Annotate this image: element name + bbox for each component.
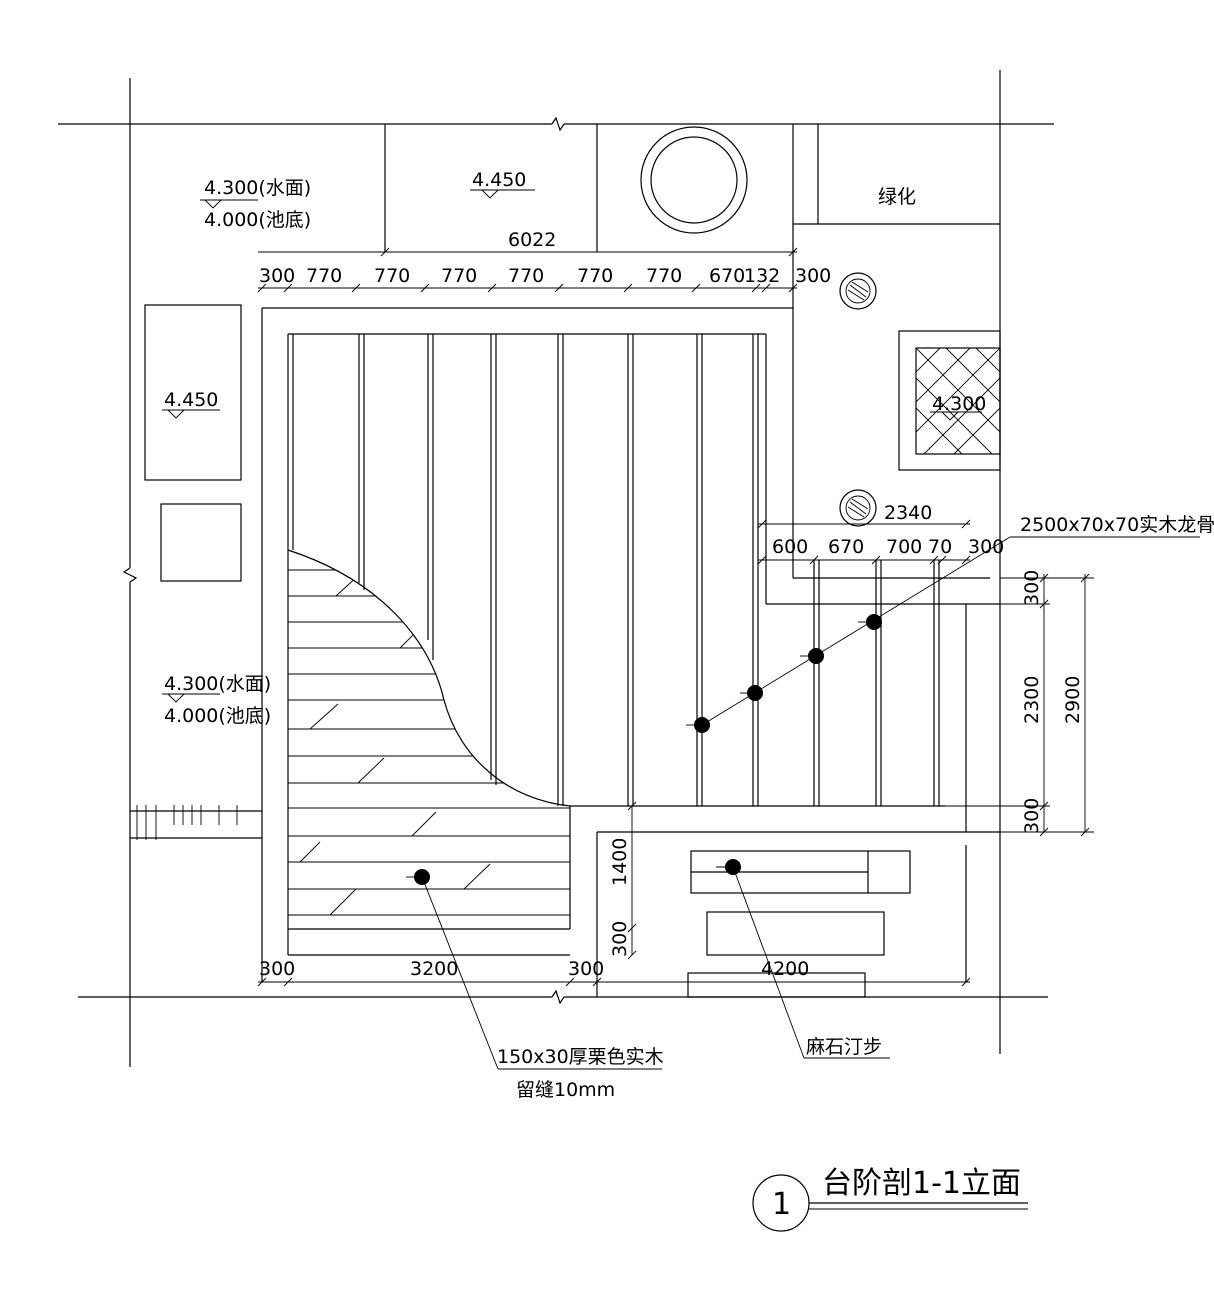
level-left-box: 4.450 bbox=[164, 389, 218, 411]
title-number: 1 bbox=[772, 1187, 791, 1222]
title-text: 台阶剖1-1立面 bbox=[822, 1166, 1021, 1201]
dim-bottom-1: 3200 bbox=[410, 958, 458, 980]
title-block: 1 台阶剖1-1立面 bbox=[752, 1166, 1028, 1232]
stepping-stones bbox=[687, 850, 911, 998]
dim-right-3: 70 bbox=[928, 536, 952, 558]
dim-v-bot: 300 bbox=[1021, 798, 1043, 834]
dim-v-mid: 2300 bbox=[1021, 676, 1043, 724]
dim-right-total: 2340 bbox=[884, 502, 932, 524]
curved-wood-deck bbox=[287, 549, 571, 916]
dim-right-4: 300 bbox=[968, 536, 1004, 558]
dim-top-4: 770 bbox=[508, 265, 544, 287]
dim-v-1400: 1400 bbox=[609, 838, 631, 886]
leader-dots bbox=[406, 536, 1200, 1070]
dim-right-1: 670 bbox=[828, 536, 864, 558]
label-stone: 麻石汀步 bbox=[806, 1036, 882, 1058]
joists bbox=[292, 334, 940, 806]
dim-top-1: 770 bbox=[306, 265, 342, 287]
dim-top-7: 670 bbox=[709, 265, 745, 287]
dim-bottom-2: 300 bbox=[568, 958, 604, 980]
dim-right-2: 700 bbox=[886, 536, 922, 558]
round-planter-icon bbox=[640, 126, 748, 234]
dim-bottom-0: 300 bbox=[259, 958, 295, 980]
label-green: 绿化 bbox=[878, 186, 916, 208]
level-top-center: 4.450 bbox=[472, 169, 526, 191]
level-mid-left-bottom: 4.000(池底) bbox=[164, 705, 271, 727]
dim-bottom-3: 4200 bbox=[761, 958, 809, 980]
floor-drain-icon bbox=[839, 489, 877, 527]
dimension-labels: 6022 300 770 770 770 770 770 770 670 132… bbox=[259, 229, 1084, 980]
label-wood-line2: 留缝10mm bbox=[516, 1079, 615, 1101]
dim-top-6: 770 bbox=[646, 265, 682, 287]
dim-top-2: 770 bbox=[374, 265, 410, 287]
level-labels: 4.300(水面) 4.000(池底) 4.450 4.450 4.300 4.… bbox=[164, 169, 986, 727]
level-mid-left-water: 4.300(水面) bbox=[164, 673, 271, 695]
right-planter-box bbox=[898, 330, 1001, 471]
dim-top-8: 132 bbox=[744, 265, 780, 287]
deck-outline bbox=[261, 307, 1000, 997]
dim-v-total: 2900 bbox=[1062, 676, 1084, 724]
label-wood-line1: 150x30厚栗色实木 bbox=[497, 1046, 664, 1068]
left-boxes bbox=[144, 304, 242, 582]
annotation-labels: 绿化 2500x70x70实木龙骨 150x30厚栗色实木 留缝10mm 麻石汀… bbox=[497, 186, 1214, 1101]
dimension-lines bbox=[258, 251, 1094, 983]
dim-top-3: 770 bbox=[441, 265, 477, 287]
dim-v-top: 300 bbox=[1021, 570, 1043, 606]
dim-top-9: 300 bbox=[795, 265, 831, 287]
level-right-box: 4.300 bbox=[932, 393, 986, 415]
level-top-left-water: 4.300(水面) bbox=[204, 177, 311, 199]
dim-v-300b: 300 bbox=[609, 921, 631, 957]
fence-ticks bbox=[130, 805, 262, 840]
label-joist: 2500x70x70实木龙骨 bbox=[1020, 514, 1214, 536]
dim-top-5: 770 bbox=[577, 265, 613, 287]
floor-drain-icon bbox=[839, 272, 877, 310]
dim-top-0: 300 bbox=[259, 265, 295, 287]
level-markers bbox=[162, 189, 982, 703]
dimension-ticks bbox=[257, 247, 1090, 987]
level-top-left-bottom: 4.000(池底) bbox=[204, 209, 311, 231]
dim-right-0: 600 bbox=[772, 536, 808, 558]
dim-total-top: 6022 bbox=[508, 229, 556, 251]
